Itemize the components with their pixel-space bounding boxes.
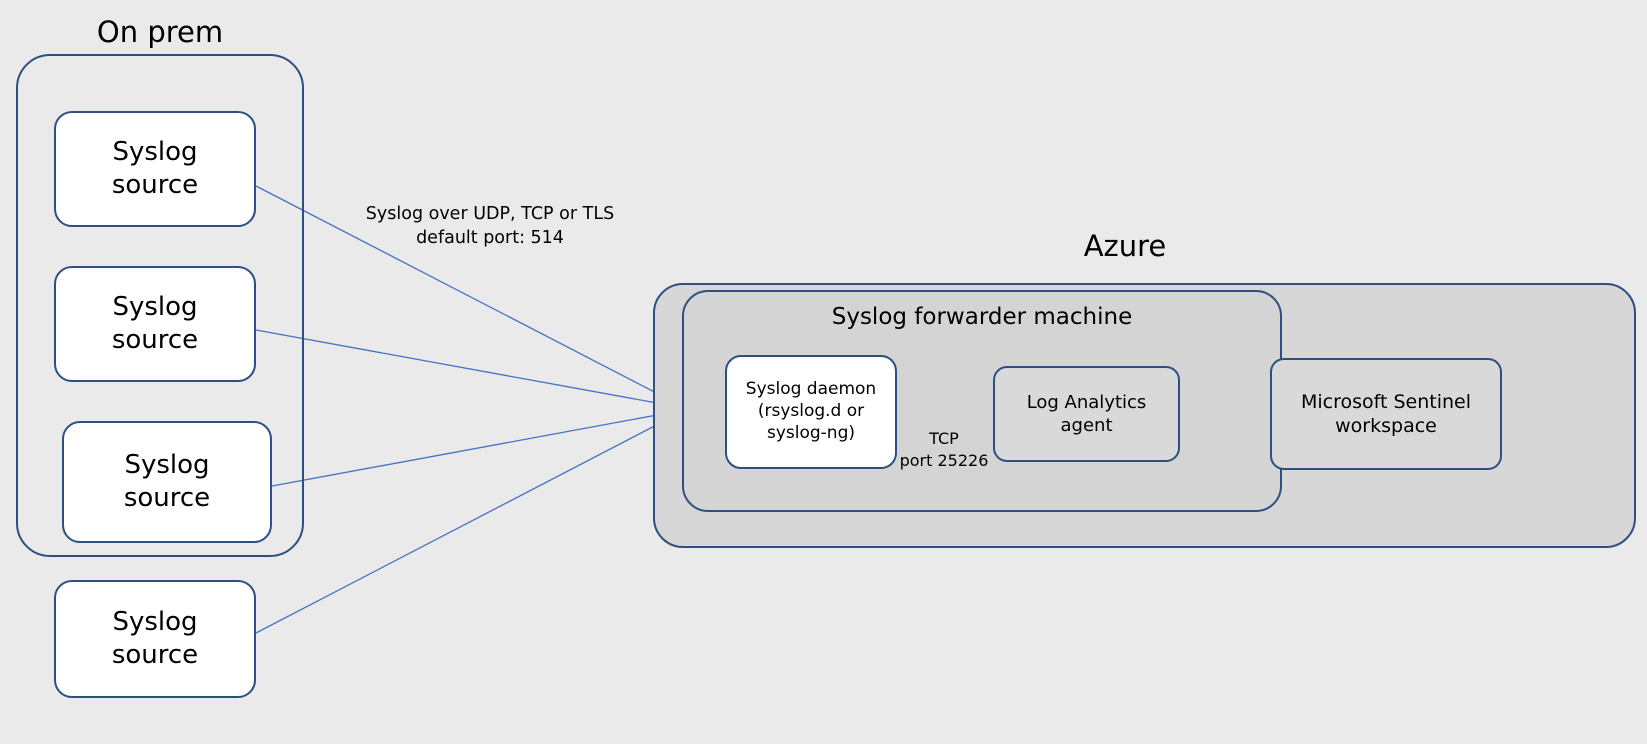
edge-label-syslog-over-udp-tcp-tls: Syslog over UDP, TCP or TLS default port… — [365, 204, 615, 248]
group-syslog-forwarder-machine-title: Syslog forwarder machine — [831, 304, 1133, 330]
node-syslog-daemon[interactable]: Syslog daemon (rsyslog.d or syslog-ng) — [725, 355, 897, 469]
edge-sources-to-forwarder — [255, 185, 700, 634]
node-syslog-daemon-label: Syslog daemon (rsyslog.d or syslog-ng) — [745, 379, 877, 443]
group-on-prem-title: On prem — [96, 15, 224, 49]
node-log-analytics-agent-label: Log Analytics agent — [1026, 391, 1147, 436]
node-syslog-source-1[interactable]: Syslog source — [54, 111, 256, 227]
group-azure-title: Azure — [1083, 229, 1167, 263]
node-syslog-source-2-label: Syslog source — [111, 291, 199, 355]
node-syslog-source-4-label: Syslog source — [111, 606, 199, 670]
group-on-prem — [16, 54, 304, 557]
node-syslog-source-3[interactable]: Syslog source — [62, 421, 272, 543]
node-log-analytics-agent[interactable]: Log Analytics agent — [993, 366, 1180, 462]
node-syslog-source-2[interactable]: Syslog source — [54, 266, 256, 382]
node-microsoft-sentinel-workspace[interactable]: Microsoft Sentinel workspace — [1270, 358, 1502, 470]
edge-label-tcp-port-25226: TCP port 25226 — [899, 429, 989, 470]
node-syslog-source-1-label: Syslog source — [111, 136, 199, 200]
node-microsoft-sentinel-workspace-label: Microsoft Sentinel workspace — [1300, 390, 1472, 437]
node-syslog-source-4[interactable]: Syslog source — [54, 580, 256, 698]
node-syslog-source-3-label: Syslog source — [123, 449, 211, 513]
